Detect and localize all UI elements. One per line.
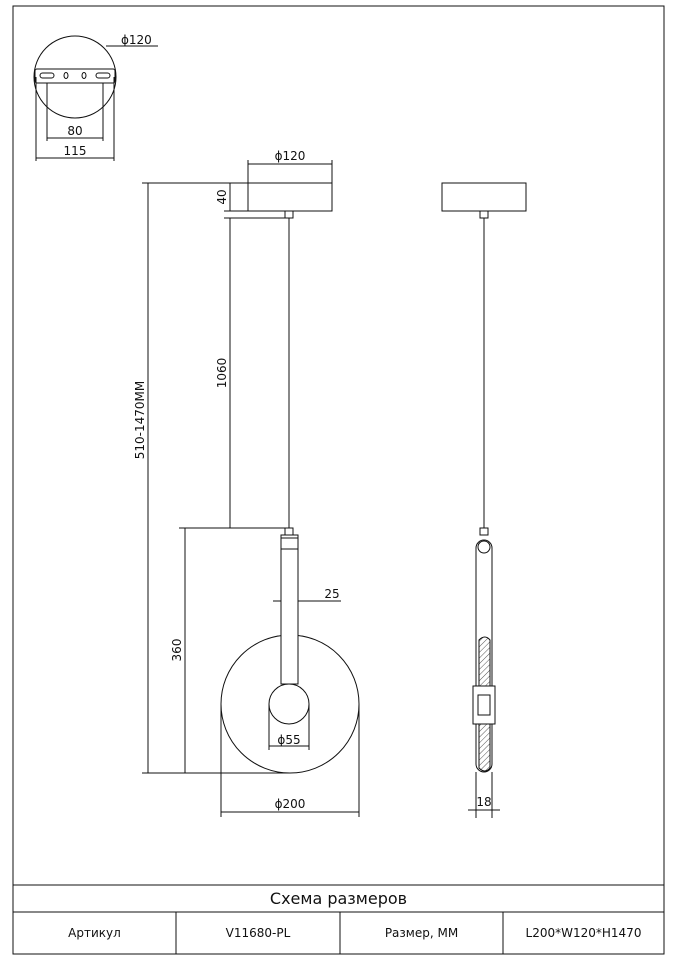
side-canopy (441, 182, 527, 212)
front-holder (280, 534, 299, 550)
top-width-115-label: 115 (64, 144, 87, 158)
top-width-80-label: 80 (67, 124, 82, 138)
side-depth-label: 18 (476, 795, 491, 809)
top-dia-label: ϕ120 (121, 33, 152, 47)
side-profile (475, 539, 493, 773)
front-view (142, 160, 360, 817)
page-frame (12, 5, 665, 955)
cable-length-label: 1060 (215, 358, 229, 389)
canopy-dia-label: ϕ120 (275, 149, 306, 163)
front-tube (280, 548, 299, 685)
tube-width-label: 25 (324, 587, 339, 601)
article-value: V11680-PL (225, 926, 291, 940)
mounting-bar (34, 68, 116, 84)
front-canopy (247, 182, 333, 212)
title-block-grid (13, 884, 664, 954)
article-label: Артикул (68, 926, 121, 940)
canopy-height-label: 40 (215, 189, 229, 204)
body-height-label: 360 (170, 639, 184, 662)
front-ball (268, 683, 310, 725)
side-view (441, 182, 527, 818)
size-value: L200*W120*H1470 (525, 926, 642, 940)
title-block-title: Схема размеров (269, 889, 408, 908)
ball-dia-label: ϕ55 (277, 733, 300, 747)
top-view (33, 35, 158, 161)
top-plate-circle (33, 35, 117, 119)
total-height-label: 510-1470MM (133, 381, 147, 459)
size-label: Размер, ММ (384, 926, 459, 940)
disc-dia-label: ϕ200 (275, 797, 306, 811)
side-ball-block (472, 685, 496, 725)
